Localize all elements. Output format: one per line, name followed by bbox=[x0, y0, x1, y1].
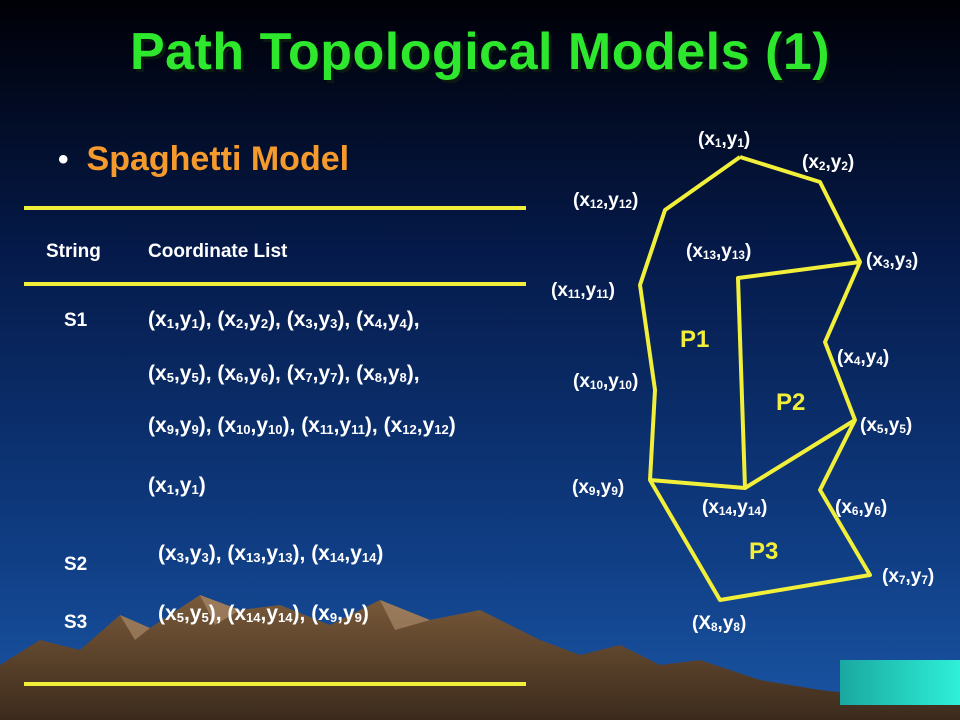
label-point-14: (x14,y14) bbox=[702, 497, 768, 518]
table-bottom-rule bbox=[24, 682, 526, 686]
row-s3-id: S3 bbox=[64, 612, 88, 633]
polygon-label-p2: P2 bbox=[776, 389, 806, 416]
label-point-9: (x9,y9) bbox=[572, 477, 625, 498]
row-s1-line-4: (x1,y1) bbox=[148, 474, 206, 497]
polygon-label-p1: P1 bbox=[680, 326, 710, 353]
table-top-rule bbox=[24, 206, 526, 210]
header-coordinate-list: Coordinate List bbox=[148, 241, 288, 262]
string-s1-path bbox=[638, 155, 872, 602]
table-header-rule bbox=[24, 282, 526, 286]
label-point-13: (x13,y13) bbox=[686, 241, 752, 262]
row-s1-line-1: (x1,y1), (x2,y2), (x3,y3), (x4,y4), bbox=[148, 308, 420, 331]
row-s2-line-1: (x3,y3), (x13,y13), (x14,y14) bbox=[158, 542, 384, 565]
label-point-10: (x10,y10) bbox=[573, 371, 639, 392]
label-point-8: (X8,y8) bbox=[692, 613, 747, 634]
mountain-range bbox=[0, 595, 960, 720]
row-s1-line-3: (x9,y9), (x10,y10), (x11,y11), (x12,y12) bbox=[148, 414, 456, 437]
string-s2-path bbox=[736, 260, 861, 489]
label-point-1: (x1,y1) bbox=[698, 129, 751, 150]
header-string: String bbox=[46, 241, 101, 262]
row-s3-line-1: (x5,y5), (x14,y14), (x9,y9) bbox=[158, 602, 369, 625]
label-point-2: (x2,y2) bbox=[802, 152, 855, 173]
string-s3-path bbox=[649, 418, 857, 490]
label-point-7: (x7,y7) bbox=[882, 566, 935, 587]
label-point-12: (x12,y12) bbox=[573, 190, 639, 211]
sea-strip bbox=[840, 660, 960, 705]
label-point-4: (x4,y4) bbox=[837, 347, 890, 368]
label-point-11: (x11,y11) bbox=[551, 280, 615, 301]
label-point-5: (x5,y5) bbox=[860, 415, 913, 436]
bullet-item: • Spaghetti Model bbox=[58, 140, 349, 179]
row-s1-id: S1 bbox=[64, 310, 88, 331]
label-point-6: (x6,y6) bbox=[835, 497, 888, 518]
polygon-label-p3: P3 bbox=[749, 538, 779, 565]
bullet-text: Spaghetti Model bbox=[86, 140, 350, 178]
label-point-3: (x3,y3) bbox=[866, 250, 919, 271]
row-s1-line-2: (x5,y5), (x6,y6), (x7,y7), (x8,y8), bbox=[148, 362, 420, 385]
slide-title: Path Topological Models (1) bbox=[129, 23, 831, 81]
row-s2-id: S2 bbox=[64, 554, 88, 575]
bullet-dot-icon: • bbox=[58, 142, 69, 176]
